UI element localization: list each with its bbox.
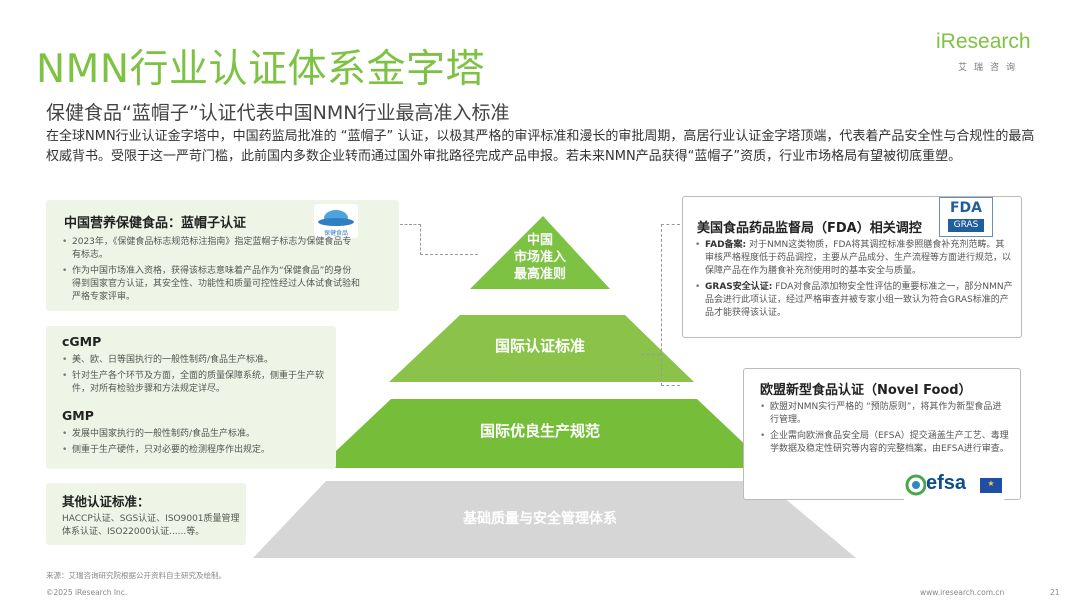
connector-bluehat	[400, 224, 421, 255]
fda-gras-icon: FDA GRAS	[939, 197, 993, 237]
other-text: HACCP认证、SGS认证、ISO9001质量管理体系认证、ISO22000认证…	[62, 514, 240, 537]
page-number: 21	[1050, 588, 1060, 597]
pyramid-level-base	[253, 481, 856, 558]
bluehat-item: 作为中国市场准入资格，获得该标志意味着产品作为“保健食品”的身份得到国家官方认证…	[60, 265, 360, 304]
eu-flag-icon: ★	[980, 478, 1002, 493]
intro-paragraph: 在全球NMN行业认证金字塔中，中国药监局批准的 “蓝帽子” 认证，以极其严格的审…	[46, 129, 1035, 164]
fda-title: 美国食品药品监督局（FDA）相关调控	[697, 221, 922, 236]
gmp-title: GMP	[62, 408, 94, 423]
pyramid-level-base-label: 基础质量与安全管理体系	[463, 511, 617, 527]
gmp-box: cGMP 美、欧、日等国执行的一般性制药/食品生产标准。 针对生产各个环节及方面…	[46, 326, 336, 469]
pyramid-level-2	[389, 315, 694, 382]
fda-item: FAD备案: 对于NMN这类物质，FDA将其调控标准参照膳食补充剂范畴。其审核严…	[693, 239, 1013, 278]
fda-item-text: 对于NMN这类物质，FDA将其调控标准参照膳食补充剂范畴。其审核严格程度低于药品…	[705, 240, 1012, 276]
gmp-item: 侧重于生产硬件，只对必要的检测程序作出规定。	[60, 444, 325, 457]
fda-list: FAD备案: 对于NMN这类物质，FDA将其调控标准参照膳食补充剂范畴。其审核严…	[693, 239, 1013, 323]
cgmp-title: cGMP	[62, 334, 102, 349]
logo-brand: iResearch	[936, 30, 1031, 53]
connector-fda-tip	[641, 354, 661, 355]
gras-badge-text: GRAS	[948, 219, 984, 232]
fda-item: GRAS安全认证: FDA对食品添加物安全性评估的重要标准之一，部分NMN产品会…	[693, 281, 1013, 320]
connector-fda	[661, 224, 680, 386]
bluehat-title: 中国营养保健食品：蓝帽子认证	[64, 216, 247, 231]
fda-box: 美国食品药品监督局（FDA）相关调控 FDA GRAS FAD备案: 对于NMN…	[682, 196, 1022, 338]
efsa-swirl-icon	[905, 474, 926, 496]
fda-item-label: FAD备案:	[705, 240, 747, 250]
cgmp-item: 美、欧、日等国执行的一般性制药/食品生产标准。	[60, 354, 325, 367]
novel-food-title: 欧盟新型食品认证（Novel Food）	[760, 383, 972, 398]
efsa-logo: efsa ★	[904, 470, 1004, 500]
bluehat-list: 2023年，《保健食品标志规范标注指南》指定蓝帽子标志为保健食品专有标志。 作为…	[60, 236, 360, 307]
iresearch-logo: iResearch 艾瑞咨询	[936, 30, 1056, 74]
pyramid-level-3-label: 国际优良生产规范	[479, 422, 600, 440]
bluehat-item: 2023年，《保健食品标志规范标注指南》指定蓝帽子标志为保健食品专有标志。	[60, 236, 360, 262]
footer-url: www.iresearch.com.cn	[920, 588, 1005, 597]
fda-item-text: FDA对食品添加物安全性评估的重要标准之一，部分NMN产品会进行此项认证，经过严…	[705, 282, 1013, 318]
cgmp-list: 美、欧、日等国执行的一般性制药/食品生产标准。 针对生产各个环节及方面，全面的质…	[60, 354, 325, 399]
page-subtitle: 保健食品“蓝帽子”认证代表中国NMN行业最高准入标准	[46, 102, 510, 124]
logo-sub: 艾瑞咨询	[958, 63, 1023, 73]
novel-food-item: 欧盟对NMN实行严格的 “预防原则”，将其作为新型食品进行管理。	[758, 401, 1010, 427]
bluehat-badge-text: 保健食品	[323, 230, 348, 237]
gmp-list: 发展中国家执行的一般性制药/食品生产标准。 侧重于生产硬件，只对必要的检测程序作…	[60, 428, 325, 460]
pyramid-level-3	[318, 399, 770, 468]
source-note: 来源：艾瑞咨询研究院根据公开资料自主研究及绘制。	[46, 571, 226, 580]
other-standards-box: 其他认证标准： HACCP认证、SGS认证、ISO9001质量管理体系认证、IS…	[46, 483, 246, 545]
other-title: 其他认证标准：	[62, 494, 150, 509]
pyramid-level-1-label: 中国 市场准入 最高准则	[513, 233, 566, 282]
connector-bluehat-tip	[420, 254, 478, 255]
cgmp-item: 针对生产各个环节及方面，全面的质量保障系统，侧重于生产软件，对所有检验步骤和方法…	[60, 370, 325, 396]
blue-hat-logo	[318, 210, 354, 226]
gmp-item: 发展中国家执行的一般性制药/食品生产标准。	[60, 428, 325, 441]
copyright: ©2025 iResearch Inc.	[46, 588, 128, 597]
novel-food-list: 欧盟对NMN实行严格的 “预防原则”，将其作为新型食品进行管理。 企业需向欧洲食…	[758, 401, 1010, 459]
pyramid-level-2-label: 国际认证标准	[494, 337, 585, 355]
bluehat-box: 中国营养保健食品：蓝帽子认证 保健食品 2023年，《保健食品标志规范标注指南》…	[46, 200, 399, 311]
bluehat-icon: 保健食品	[314, 204, 358, 238]
page-title: NMN行业认证体系金字塔	[36, 47, 485, 92]
fda-badge-text: FDA	[949, 200, 983, 216]
fda-item-label: GRAS安全认证:	[705, 282, 773, 292]
novel-food-item: 企业需向欧洲食品安全局（EFSA）提交涵盖生产工艺、毒理学数据及稳定性研究等内容…	[758, 430, 1010, 456]
efsa-text: efsa	[926, 472, 967, 494]
pyramid-level-1	[470, 216, 610, 289]
